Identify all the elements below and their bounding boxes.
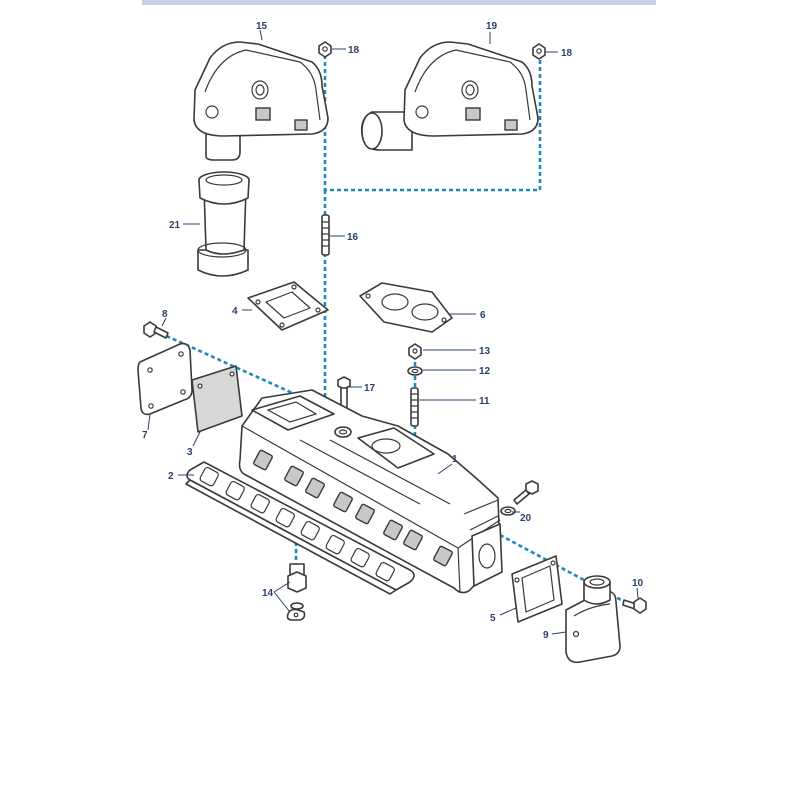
callout-labels: 15 18 19 18 21 16 4 6 13 12 11 17 8 7 3 …: [142, 21, 644, 641]
manifold-gasket: [185, 461, 415, 595]
header-strip: [142, 0, 656, 5]
callout-18-left: 18: [348, 45, 360, 56]
bolt-20: [500, 480, 539, 516]
bolt-10: [622, 597, 647, 614]
gasket-ports: [199, 466, 395, 582]
callout-8: 8: [162, 309, 168, 320]
leader-lines: [147, 29, 639, 635]
exhaust-sleeve: [197, 171, 250, 277]
stud-11: [410, 387, 419, 427]
callout-17: 17: [364, 383, 376, 394]
callout-6: 6: [480, 310, 486, 321]
exhaust-elbow-left: [193, 41, 329, 161]
washer-12: [407, 366, 423, 376]
stud-16: [321, 214, 330, 256]
nut-13: [408, 343, 422, 360]
callout-11: 11: [479, 396, 490, 407]
water-outlet-elbow: [565, 575, 621, 664]
bolt-8: [143, 321, 169, 339]
end-cover-plate: [137, 342, 193, 416]
end-plate-gasket: [191, 365, 243, 433]
callout-13: 13: [479, 346, 491, 357]
callout-10: 10: [632, 578, 644, 589]
callout-20: 20: [520, 513, 532, 524]
end-gasket-square: [511, 555, 563, 623]
callout-21: 21: [169, 220, 181, 231]
callout-16: 16: [347, 232, 359, 243]
exhaust-elbow-right: [360, 41, 539, 151]
exhaust-manifold: [238, 389, 503, 594]
callout-3: 3: [187, 447, 193, 458]
callout-7: 7: [142, 430, 148, 441]
gasket-square: [247, 281, 329, 331]
callout-12: 12: [479, 366, 491, 377]
drain-plug: [286, 563, 307, 621]
callout-18-right: 18: [561, 48, 573, 59]
manifold-ports: [253, 449, 453, 567]
callout-14: 14: [262, 588, 274, 599]
callout-5: 5: [490, 613, 496, 624]
callout-15: 15: [256, 21, 268, 32]
callout-19: 19: [486, 21, 498, 32]
gasket-double: [359, 282, 453, 333]
callout-4: 4: [232, 306, 238, 317]
nut-top-left: [318, 41, 332, 58]
callout-1: 1: [452, 454, 458, 465]
callout-2: 2: [168, 471, 174, 482]
callout-9: 9: [543, 630, 549, 641]
nut-top-right: [532, 43, 546, 60]
bolt-17: [337, 376, 351, 409]
